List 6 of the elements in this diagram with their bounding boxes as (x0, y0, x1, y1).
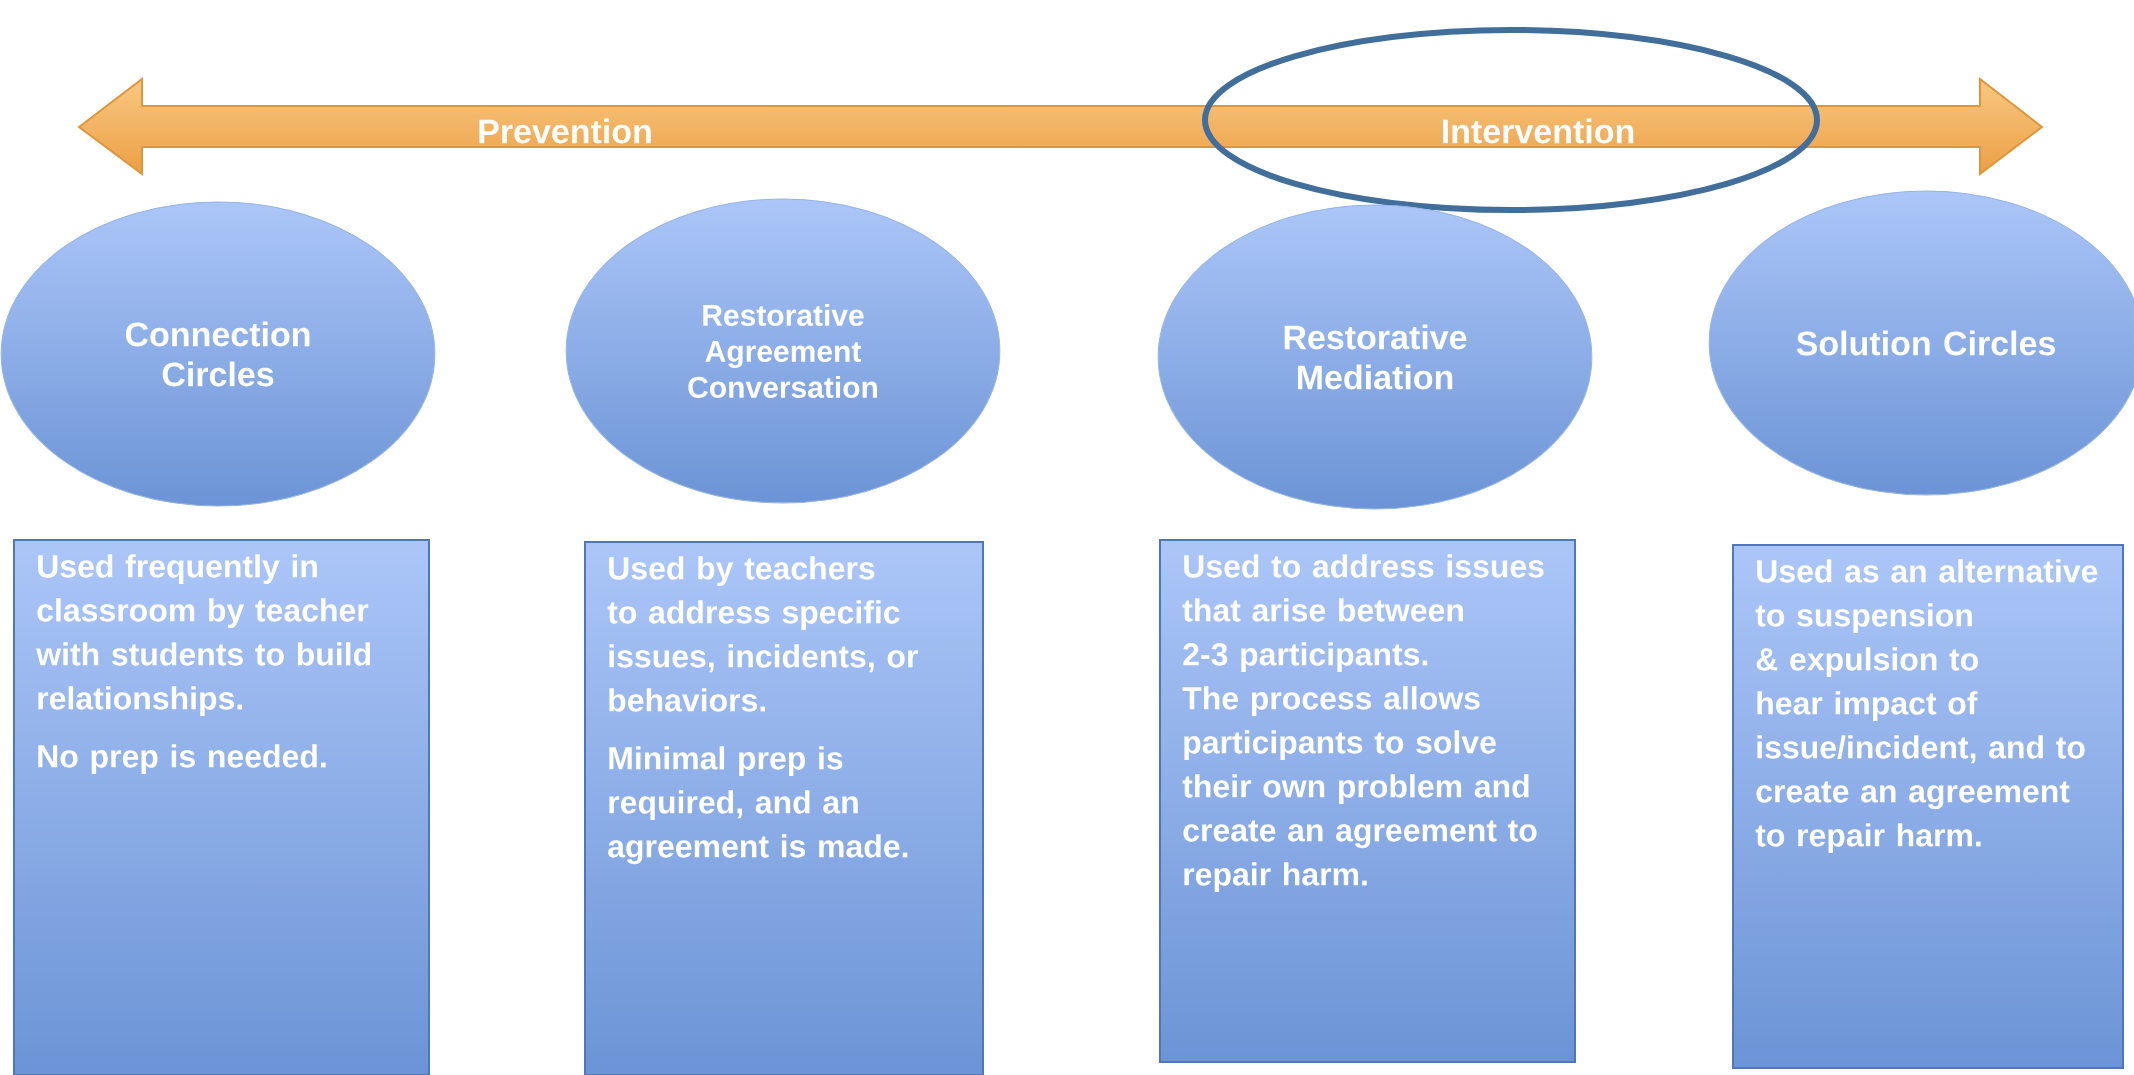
stage-label: Intervention (1443, 118, 1634, 144)
stage-label: Prevention (479, 118, 651, 144)
description-box: Used to address issues that arise between 2-3 participants. The process allows participants to solve their own problem and create an agreement to repair harm. (1159, 539, 1576, 1063)
description-box: Used frequently in classroom by teacher with students to build relationships. No prep is needed. (13, 539, 430, 1075)
description-box: Used as an alternative to suspension & expulsion to hear impact of issue/incident, and to create an agreement to repair harm. (1732, 544, 2124, 1069)
description-box: Used by teachers to address specific issues, incidents, or behaviors. Minimal prep is required, and an agreement is made. (584, 541, 984, 1075)
